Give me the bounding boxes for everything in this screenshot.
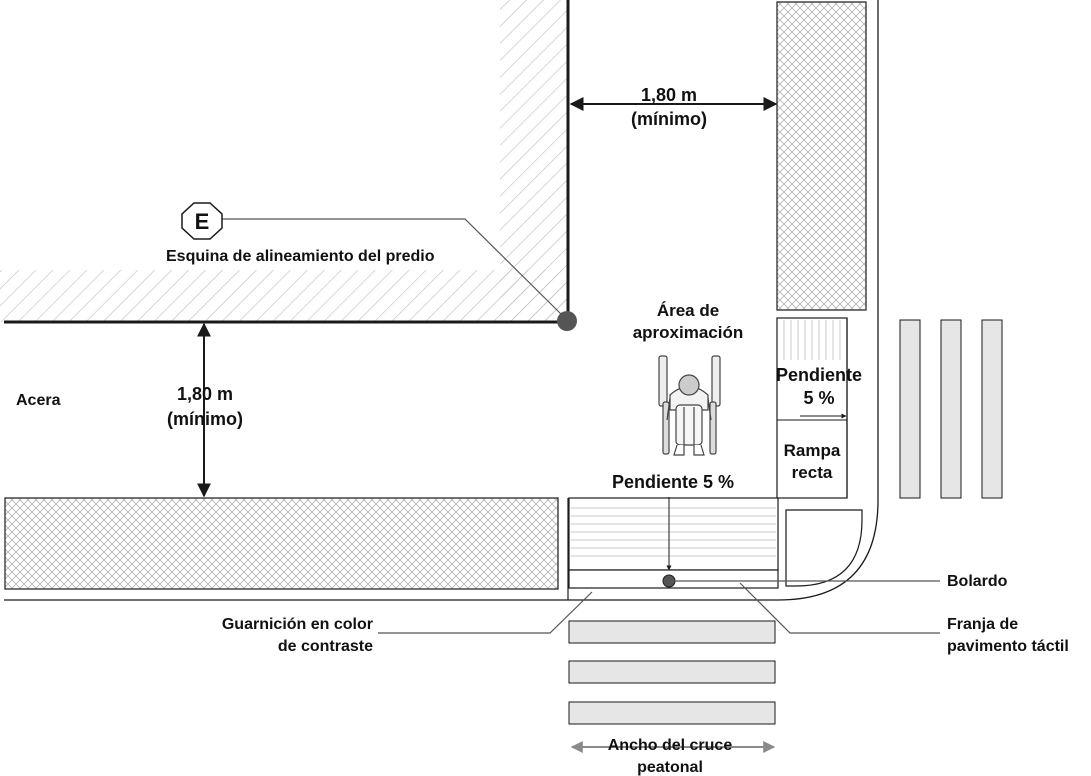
width-left-sublabel: (mínimo) <box>167 409 243 429</box>
ramp-label: Rampa <box>784 441 841 460</box>
crossing-width-sublabel: peatonal <box>637 759 703 776</box>
ramp-sublabel: recta <box>792 463 833 482</box>
width-top-label: 1,80 m <box>641 85 697 105</box>
tactile-sublabel: pavimento táctil <box>947 638 1069 655</box>
zebra-stripe <box>568 701 776 725</box>
wheelchair-user-icon <box>658 355 721 456</box>
zebra-stripe <box>899 319 921 499</box>
slope-bottom-label: Pendiente 5 % <box>612 472 734 492</box>
corner-landing <box>785 509 863 587</box>
corner-marker-icon: E <box>181 202 223 240</box>
building-lot <box>0 0 577 331</box>
width-left-label: 1,80 m <box>177 384 233 404</box>
zebra-stripe <box>981 319 1003 499</box>
zebra-stripe <box>940 319 962 499</box>
sidewalk-label: Acera <box>16 392 61 409</box>
corner-marker-letter: E <box>195 209 210 234</box>
zebra-stripe <box>568 660 776 684</box>
bollard-label: Bolardo <box>947 573 1008 590</box>
ramp-bottom <box>568 497 779 589</box>
width-top-sublabel: (mínimo) <box>631 109 707 129</box>
approach-area-label: Área de <box>657 301 719 320</box>
ramp-right <box>776 317 848 499</box>
leader-lines <box>222 218 940 634</box>
property-corner-dot <box>557 311 577 331</box>
curb-lines <box>4 0 879 601</box>
planting-strip-left <box>4 497 559 590</box>
crossing-width-label: Ancho del cruce <box>608 737 733 754</box>
curb-sublabel: de contraste <box>278 638 373 655</box>
slope-right-value: 5 % <box>803 388 834 408</box>
approach-area-sublabel: aproximación <box>633 323 744 342</box>
corner-label: Esquina de alineamiento del predio <box>166 248 435 265</box>
zebra-crossing <box>568 319 1003 725</box>
zebra-stripe <box>568 620 776 644</box>
curb-label: Guarnición en color <box>222 616 373 633</box>
slope-right-label: Pendiente <box>776 365 862 385</box>
planting-strip-top <box>776 1 867 311</box>
tactile-label: Franja de <box>947 616 1018 633</box>
